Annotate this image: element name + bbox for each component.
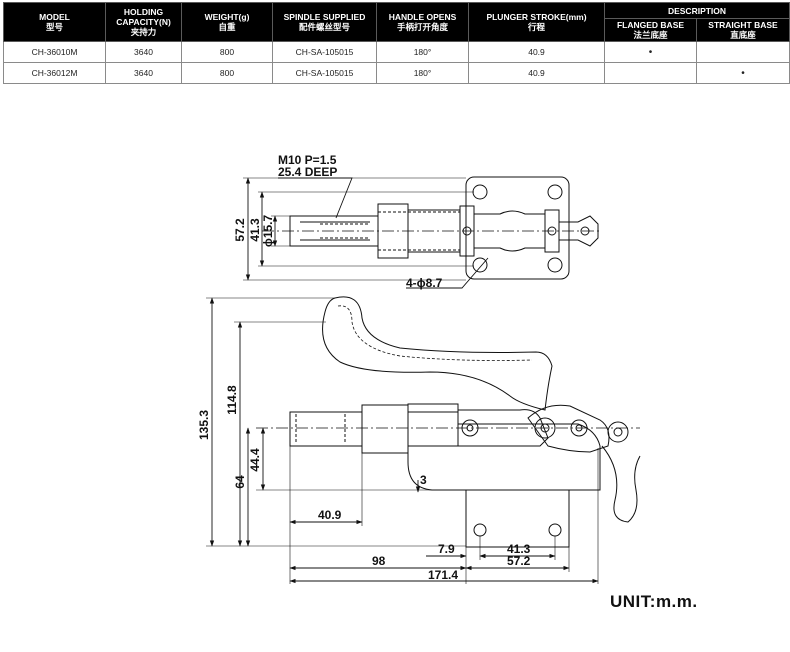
clamp-handle (322, 296, 553, 411)
thread-note-depth: 25.4 DEEP (278, 165, 337, 179)
dim-41-3-vertical: 41.3 (248, 218, 262, 242)
cell-stroke: 40.9 (468, 62, 605, 84)
dim-135-3: 135.3 (197, 410, 211, 440)
dim-7-9: 7.9 (438, 542, 455, 556)
dim-64: 64 (233, 475, 247, 489)
dim-171-4: 171.4 (428, 568, 458, 582)
cell-handle: 180° (376, 62, 469, 84)
side-view-dimensions (206, 297, 599, 584)
top-view (262, 176, 602, 280)
cell-spindle: CH-SA-105015 (272, 62, 377, 84)
side-plunger-tip (289, 411, 363, 447)
header-description: DESCRIPTION (604, 2, 790, 19)
side-view (256, 296, 641, 548)
dim-diameter-15-7: ϕ15.7 (261, 215, 275, 248)
dim-114-8: 114.8 (225, 385, 239, 415)
unit-label: UNIT:m.m. (610, 592, 698, 611)
dim-57-2-horizontal: 57.2 (507, 554, 531, 568)
header-weight: WEIGHT(g)自重 (181, 2, 273, 42)
side-base-plate (465, 489, 570, 548)
dim-98: 98 (372, 554, 386, 568)
dim-44-4: 44.4 (248, 448, 262, 472)
dim-40-9: 40.9 (318, 508, 342, 522)
side-body (407, 403, 601, 491)
top-mount-hole (472, 184, 488, 200)
top-base-plate (465, 176, 570, 280)
side-nut (361, 404, 409, 454)
dim-3: 3 (420, 473, 427, 487)
thread-note-pitch: M10 P=1.5 (278, 153, 337, 167)
top-mount-hole (547, 257, 563, 273)
dim-41-3-horizontal: 41.3 (507, 542, 531, 556)
cell-capacity: 3640 (105, 62, 182, 84)
header-plunger-stroke: PLUNGER STROKE(mm)行程 (468, 2, 605, 42)
top-view-dimensions (243, 177, 489, 289)
cell-straight: • (696, 62, 790, 84)
dim-57-2-vertical: 57.2 (233, 218, 247, 242)
top-mount-hole (472, 257, 488, 273)
table-row: CH-36012M 3640 800 CH-SA-105015 180° 40.… (3, 62, 790, 84)
holes-note: 4-ϕ8.7 (406, 276, 443, 290)
top-mount-hole (547, 184, 563, 200)
